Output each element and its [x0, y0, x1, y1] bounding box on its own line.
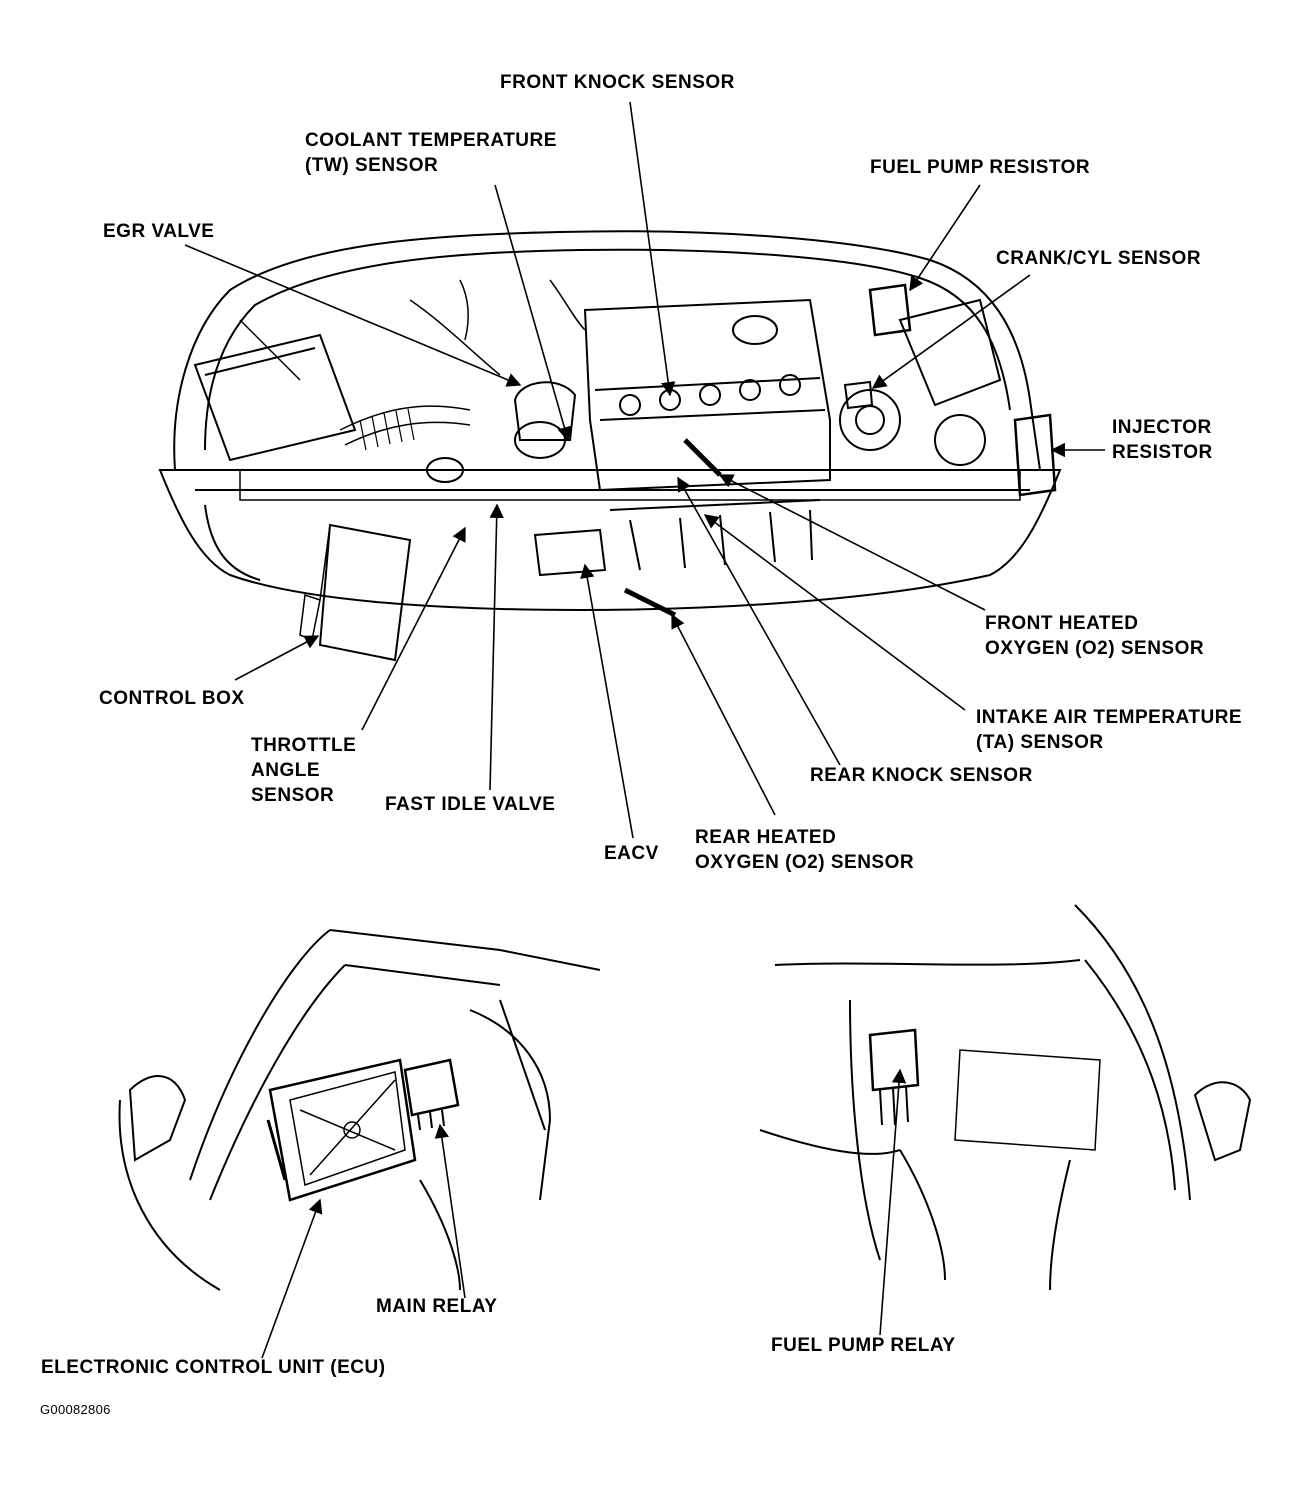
figure-code: G00082806	[40, 1402, 111, 1417]
leader-front-knock-sensor	[629, 101, 676, 397]
label-rear-knock-sensor: REAR KNOCK SENSOR	[810, 765, 1033, 786]
label-throttle-line2: ANGLE	[251, 760, 320, 781]
label-injector-line1: INJECTOR	[1112, 417, 1212, 438]
label-front-knock-sensor: FRONT KNOCK SENSOR	[500, 72, 735, 93]
label-eacv: EACV	[604, 843, 659, 864]
label-egr-valve: EGR VALVE	[103, 221, 215, 242]
label-throttle-line1: THROTTLE	[251, 735, 357, 756]
leader-rear-o2-sensor	[671, 613, 776, 816]
label-throttle-angle-sensor: THROTTLE ANGLE SENSOR	[251, 733, 356, 808]
leader-front-o2-sensor	[718, 474, 986, 611]
interior-right-illustration	[759, 904, 1252, 1291]
leader-fast-idle-valve	[489, 503, 504, 791]
label-front-o2-line1: FRONT HEATED	[985, 613, 1139, 634]
label-rear-o2-line1: REAR HEATED	[695, 827, 837, 848]
engine-bay-illustration	[158, 230, 1062, 662]
leader-crank-cyl-sensor	[871, 274, 1031, 389]
label-rear-o2-line2: OXYGEN (O2) SENSOR	[695, 852, 915, 873]
label-ecu: ELECTRONIC CONTROL UNIT (ECU)	[41, 1357, 386, 1378]
label-intake-air-line2: (TA) SENSOR	[976, 732, 1104, 753]
leader-ecu	[261, 1198, 323, 1359]
label-fuel-pump-resistor: FUEL PUMP RESISTOR	[870, 157, 1091, 178]
label-main-relay: MAIN RELAY	[376, 1296, 498, 1317]
label-throttle-line3: SENSOR	[251, 785, 335, 806]
leader-coolant-temp-sensor	[494, 184, 572, 442]
leader-main-relay	[434, 1123, 466, 1299]
label-intake-air-temp-sensor: INTAKE AIR TEMPERATURE (TA) SENSOR	[976, 705, 1242, 755]
leader-control-box	[234, 635, 320, 681]
label-coolant-temp-line2: (TW) SENSOR	[305, 155, 439, 176]
interior-left-illustration	[118, 929, 601, 1291]
label-coolant-temp-line1: COOLANT TEMPERATURE	[305, 130, 557, 151]
label-front-o2-sensor: FRONT HEATED OXYGEN (O2) SENSOR	[985, 611, 1204, 661]
label-injector-line2: RESISTOR	[1112, 442, 1213, 463]
leader-rear-knock-sensor	[677, 476, 841, 766]
label-crank-cyl-sensor: CRANK/CYL SENSOR	[996, 248, 1202, 269]
label-coolant-temp-sensor: COOLANT TEMPERATURE (TW) SENSOR	[305, 128, 557, 178]
leader-fuel-pump-resistor	[909, 184, 981, 292]
label-control-box: CONTROL BOX	[99, 688, 245, 709]
label-intake-air-line1: INTAKE AIR TEMPERATURE	[976, 707, 1243, 728]
label-rear-o2-sensor: REAR HEATED OXYGEN (O2) SENSOR	[695, 825, 914, 875]
label-injector-resistor: INJECTOR RESISTOR	[1112, 415, 1213, 465]
label-front-o2-line2: OXYGEN (O2) SENSOR	[985, 638, 1205, 659]
leader-intake-air-temp-sensor	[703, 514, 966, 711]
leader-lines	[184, 101, 1105, 1359]
leader-egr-valve	[184, 244, 522, 387]
leader-eacv	[580, 563, 634, 839]
label-fast-idle-valve: FAST IDLE VALVE	[385, 794, 556, 815]
leader-throttle-angle-sensor	[361, 526, 466, 731]
label-fuel-pump-relay: FUEL PUMP RELAY	[771, 1335, 956, 1356]
leader-fuel-pump-relay	[879, 1068, 907, 1336]
